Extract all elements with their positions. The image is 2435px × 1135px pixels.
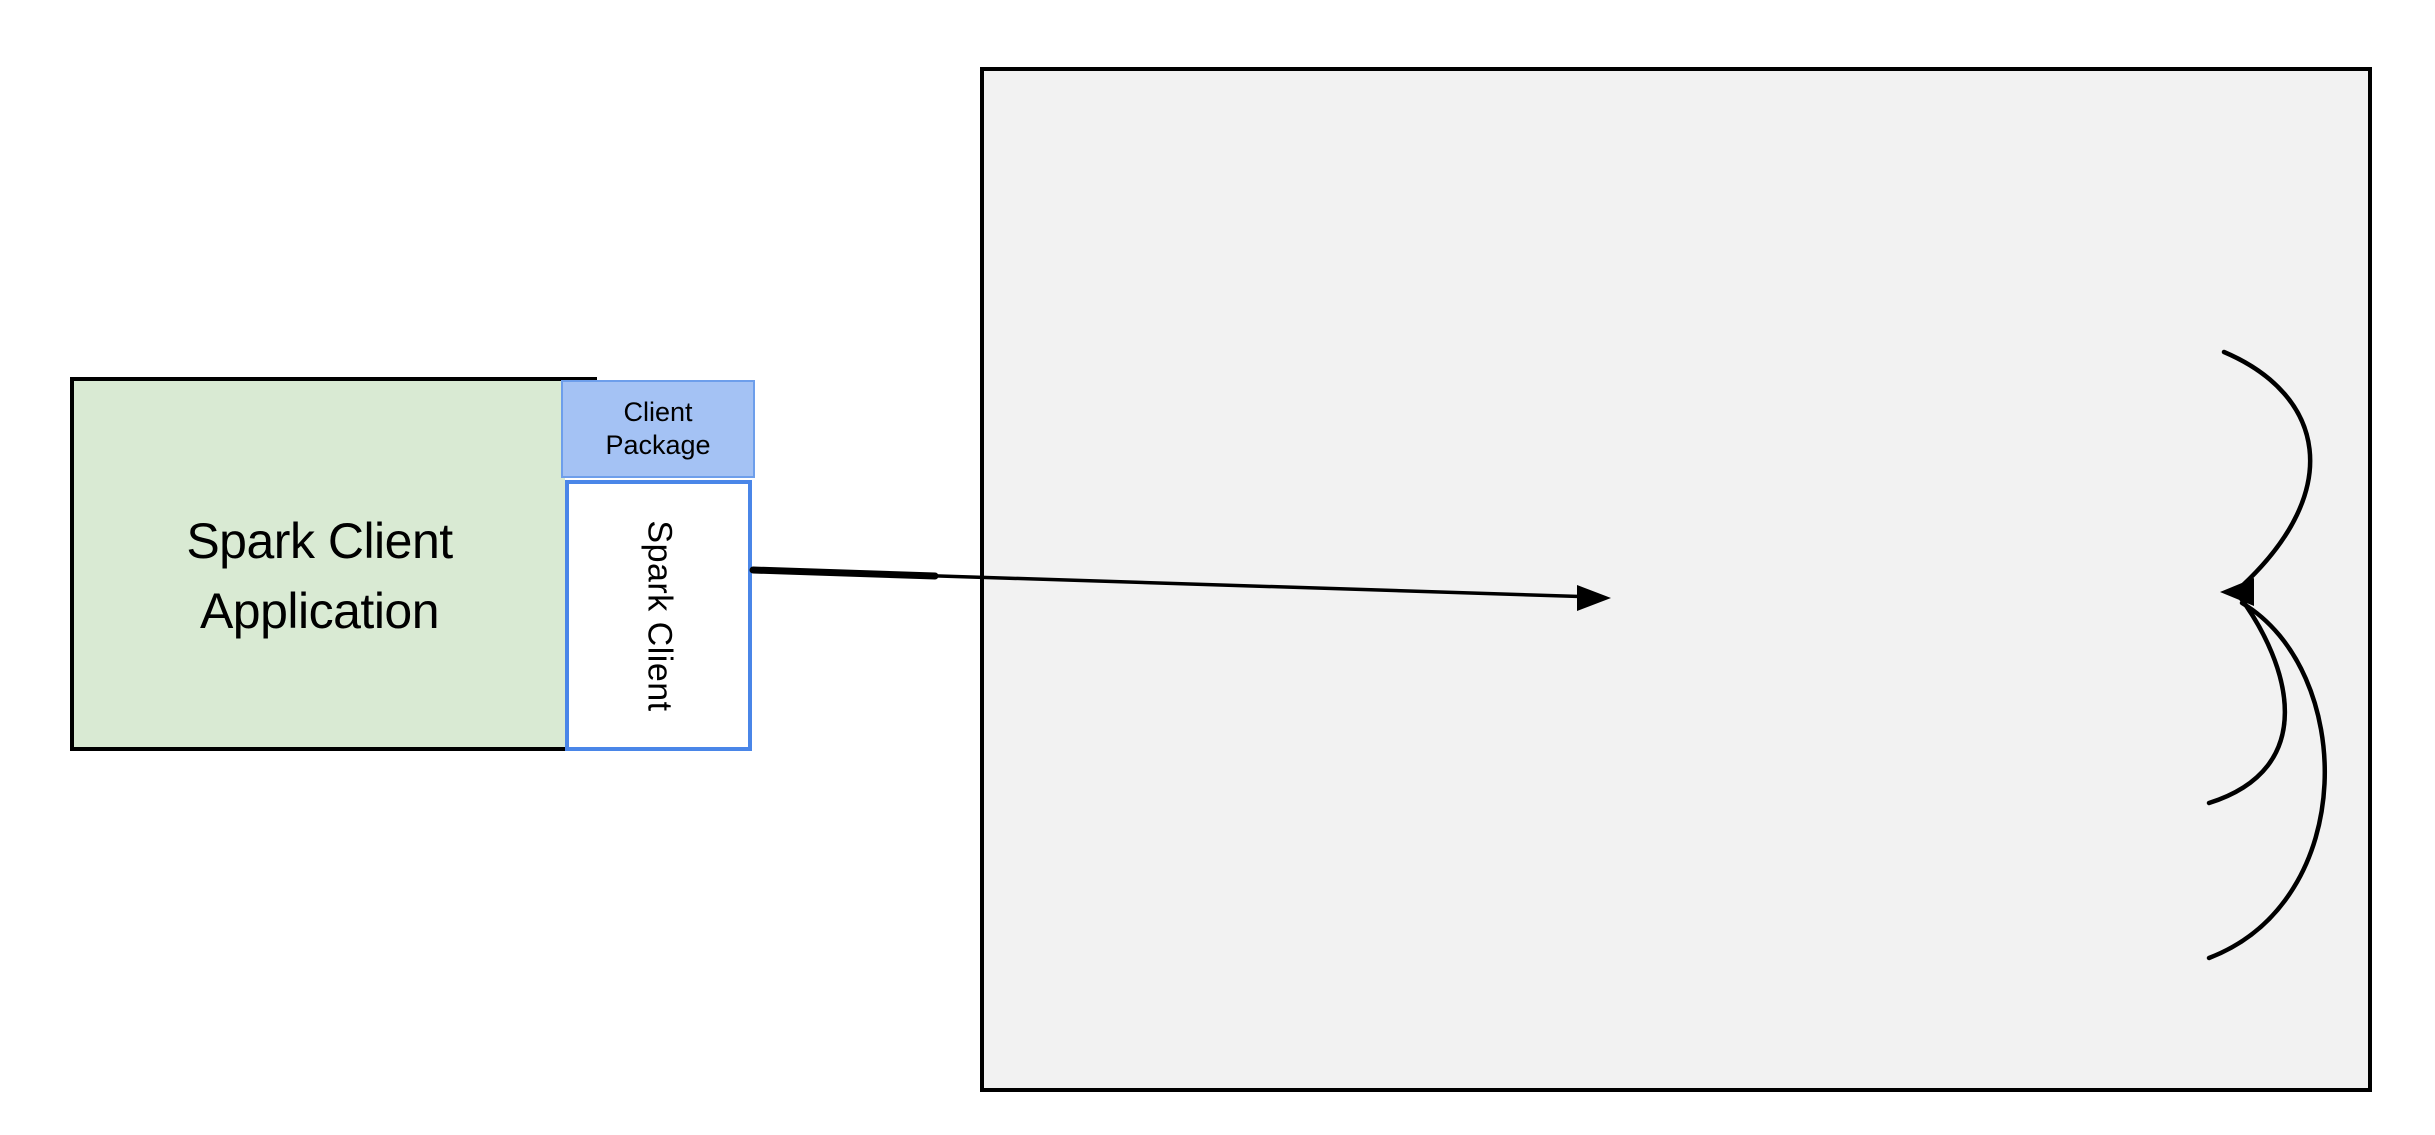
spark-client-label: Spark Client	[640, 519, 678, 712]
spark-client-box: Spark Client	[565, 480, 752, 751]
spark-client-application-box: Spark Client Application	[70, 377, 565, 751]
client-package-label: Client Package	[605, 397, 711, 460]
client-package-box: Client Package	[561, 380, 755, 478]
spark-client-application-label: Spark Client Application	[186, 513, 453, 639]
client-to-core-arrow-thick-segment	[749, 566, 939, 580]
spark-server-container	[980, 67, 2372, 1092]
client-app-top-border-extension	[565, 377, 597, 381]
